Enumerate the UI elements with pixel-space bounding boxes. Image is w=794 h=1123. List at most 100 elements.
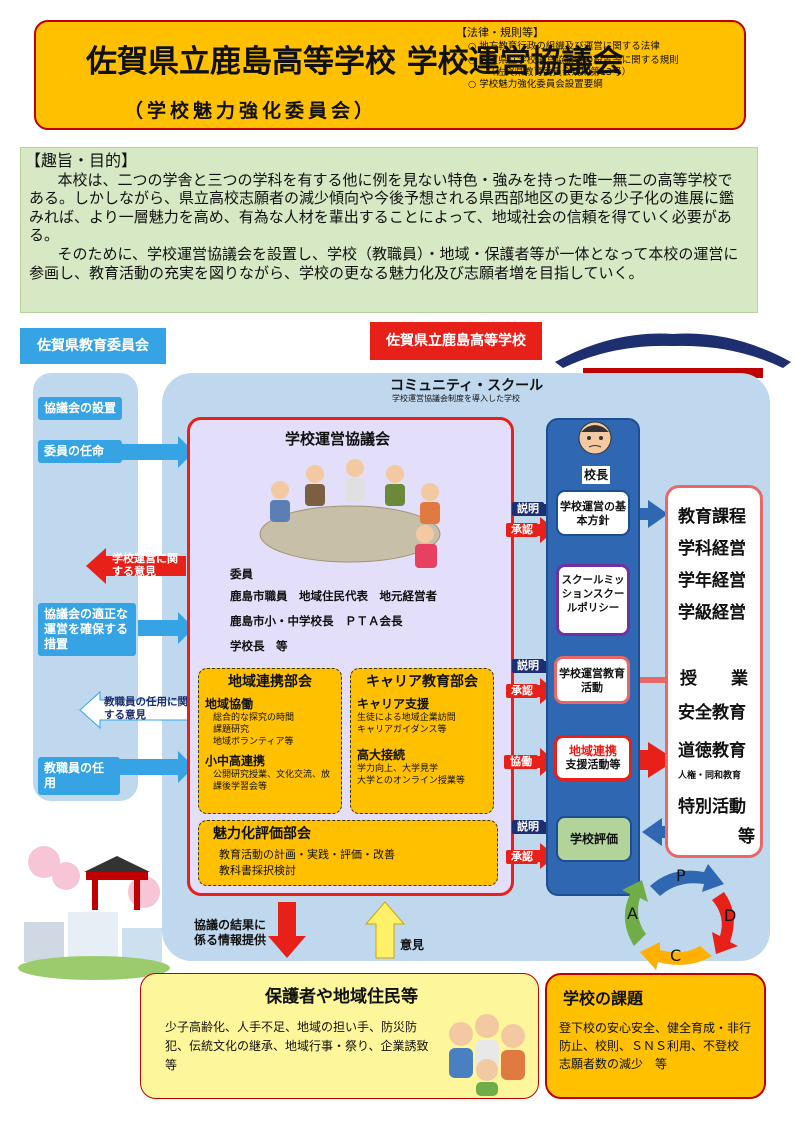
right-item: 安全教育 xyxy=(678,703,746,723)
page-subtitle: （学校魅力強化委員会） xyxy=(124,100,378,122)
explain-label: 説明 xyxy=(512,502,544,516)
career-t1: キャリアガイダンス等 xyxy=(357,725,447,735)
parents-title: 保護者や地域住民等 xyxy=(265,987,418,1007)
members-line: 鹿島市小・中学校長 ＰＴＡ会長 xyxy=(230,614,403,628)
board-item-ensure: 協議会の適正な運営を確保する措置 xyxy=(38,603,136,656)
explain-label: 説明 xyxy=(512,659,544,673)
career-t2: 学力向上、大学見学 xyxy=(357,764,439,774)
board-item-appoint: 委員の任命 xyxy=(38,440,122,463)
arrow-ensure xyxy=(138,612,194,644)
up-arrow-label: 意見 xyxy=(400,938,425,952)
career-h2: 高大接続 xyxy=(357,748,406,762)
career-h1: キャリア支援 xyxy=(357,697,430,711)
school-label: 佐賀県立鹿島高等学校 xyxy=(370,322,542,360)
arrow-staff xyxy=(120,751,194,783)
curriculum-box: 教育課程 学科経営 学年経営 学級経営 授 業 安全教育 道徳教育 人権・同和教… xyxy=(665,485,763,858)
regional-support-box: 地域連携 支援活動等 xyxy=(554,735,632,781)
members-line: 鹿島市職員 地域住民代表 地元経営者 xyxy=(230,589,437,603)
explain-label: 説明 xyxy=(512,820,544,834)
right-item: 授 業 xyxy=(680,669,748,689)
regional-h2: 小中高連携 xyxy=(205,754,266,768)
approve-label: 承認 xyxy=(506,850,538,864)
pdca-d: D xyxy=(724,906,737,925)
cooperate-label: 協働 xyxy=(504,755,538,769)
law-item: ○ 佐賀県立学校運営協議会の設置等に関する規則 xyxy=(468,55,679,66)
pdca-c: C xyxy=(670,946,682,965)
opinion-school-label: 学校運営に関する意見 xyxy=(112,552,178,578)
approve-label: 承認 xyxy=(506,523,538,537)
members-line: 学校長 等 xyxy=(230,639,288,653)
purpose-section: 【趣旨・目的】 本校は、二つの学舎と三つの学科を有する他に例を見ない特色・強みを… xyxy=(20,147,758,313)
evaluation-line: 教育活動の計画・実践・評価・改善 xyxy=(219,848,395,861)
issues-text: 登下校の安心安全、健全育成・非行防止、校則、ＳＮＳ利用、不登校 志願者数の減少 … xyxy=(559,1021,752,1071)
purpose-paragraph: そのために、学校運営協議会を設置し、学校（教職員）・地域・保護者等が一体となって… xyxy=(29,244,739,282)
regional-support-b: 支援活動等 xyxy=(565,758,621,771)
law-list: 【法律・規則等】 ○ 地方教育行政の組織及び運営に関する法律 ○ 佐賀県立学校運… xyxy=(456,26,744,92)
right-item: 人権・同和教育 xyxy=(678,771,742,781)
meeting-illustration xyxy=(259,459,441,568)
evaluation-subcommittee: 魅力化評価部会 教育活動の計画・実践・評価・改善 教科書採択検討 xyxy=(198,820,498,886)
career-title: キャリア教育部会 xyxy=(366,674,478,690)
down-arrow-label: 協議の結果に係る情報提供 xyxy=(194,918,267,947)
purpose-title: 【趣旨・目的】 xyxy=(25,151,138,170)
arrow-appoint xyxy=(120,436,194,468)
policy-box: 学校運営の基本方針 xyxy=(556,490,630,536)
regional-t1: 地域ボランティア等 xyxy=(213,737,294,747)
community-school-note: 学校運営協議会制度を導入した学校 xyxy=(392,394,520,403)
members-label: 委員 xyxy=(230,567,253,581)
approve-label: 承認 xyxy=(506,684,538,698)
regional-t1: 総合的な探究の時間 xyxy=(213,713,295,723)
career-subcommittee: キャリア教育部会 キャリア支援 生徒による地域企業訪問 キャリアガイダンス等 高… xyxy=(350,668,494,814)
regional-t2: 公開研究授業、文化交流、放課後学習会等 xyxy=(213,770,331,792)
law-item: （佐賀県教育委員会規則第13号） xyxy=(486,67,632,78)
parents-text: 少子高齢化、人手不足、地域の担い手、防災防犯、伝統文化の継承、地域行事・祭り、企… xyxy=(165,1020,429,1072)
right-item: 学級経営 xyxy=(678,603,746,623)
right-item: 学科経営 xyxy=(678,539,746,559)
pdca-cycle xyxy=(622,864,738,970)
pdca-arrow-d xyxy=(712,892,738,954)
opinion-staff-label: 教職員の任用に関する意見 xyxy=(104,696,188,721)
law-heading: 【法律・規則等】 xyxy=(456,26,544,39)
issues-box: 学校の課題 登下校の安心安全、健全育成・非行防止、校則、ＳＮＳ利用、不登校 志願… xyxy=(545,973,766,1099)
purpose-paragraph: 本校は、二つの学舎と三つの学科を有する他に例を見ない特色・強みを持った唯一無二の… xyxy=(29,170,735,245)
regional-h1: 地域協働 xyxy=(205,697,254,711)
right-item: 等 xyxy=(738,827,755,847)
arrow-info-down xyxy=(268,902,306,958)
right-item: 学年経営 xyxy=(678,571,746,591)
town-illustration xyxy=(18,846,170,980)
law-item: ○ 学校魅力強化委員会設置要綱 xyxy=(468,79,603,90)
parents-box: 保護者や地域住民等 少子高齢化、人手不足、地域の担い手、防災防犯、伝統文化の継承… xyxy=(140,973,539,1099)
evaluation-title: 魅力化評価部会 xyxy=(213,826,311,842)
board-item-staff: 教職員の任用 xyxy=(38,757,120,795)
council-box: 学校運営協議会 委員 鹿島市職員 地域住民代表 地元経営者 鹿島市小・中学校長 … xyxy=(187,417,514,896)
arrow-opinion-up xyxy=(364,901,406,959)
arrow-opinion-staff xyxy=(79,690,199,730)
regional-support-a: 地域連携 xyxy=(568,744,617,758)
activities-box: 学校運営教育活動 xyxy=(554,656,630,704)
issues-title: 学校の課題 xyxy=(563,989,644,1008)
pdca-arrow-a xyxy=(622,880,648,946)
council-title: 学校運営協議会 xyxy=(285,430,391,448)
career-t2: 大学とのオンライン授業等 xyxy=(357,776,465,786)
evaluation-line: 教科書採択検討 xyxy=(219,864,296,877)
right-item: 道徳教育 xyxy=(678,741,746,761)
board-label: 佐賀県教育委員会 xyxy=(20,328,166,364)
right-item: 特別活動 xyxy=(678,797,746,817)
law-item: ○ 地方教育行政の組織及び運営に関する法律 xyxy=(468,41,660,52)
residents-illustration xyxy=(449,1014,525,1096)
pdca-p: P xyxy=(676,866,686,885)
career-t1: 生徒による地域企業訪問 xyxy=(357,713,456,723)
page-title: 佐賀県立鹿島高等学校 学校運営協議会 xyxy=(86,44,624,80)
mission-box: スクールミッションスクールポリシー xyxy=(556,564,630,636)
regional-subcommittee: 地域連携部会 地域協働 総合的な探究の時間 課題研究 地域ボランティア等 小中高… xyxy=(198,668,342,814)
regional-t1: 課題研究 xyxy=(213,725,250,735)
evaluation-box: 学校評価 xyxy=(556,816,632,862)
regional-title: 地域連携部会 xyxy=(228,674,312,690)
pdca-arrow-c xyxy=(640,942,712,970)
pdca-a: A xyxy=(627,904,638,923)
right-item: 教育課程 xyxy=(678,507,746,527)
pdca-arrow-p xyxy=(650,864,724,896)
principal-label: 校長 xyxy=(582,466,610,484)
arrow-opinion-school xyxy=(86,548,186,584)
header-banner: 佐賀県立鹿島高等学校 学校運営協議会 （学校魅力強化委員会） 【法律・規則等】 … xyxy=(34,20,746,130)
